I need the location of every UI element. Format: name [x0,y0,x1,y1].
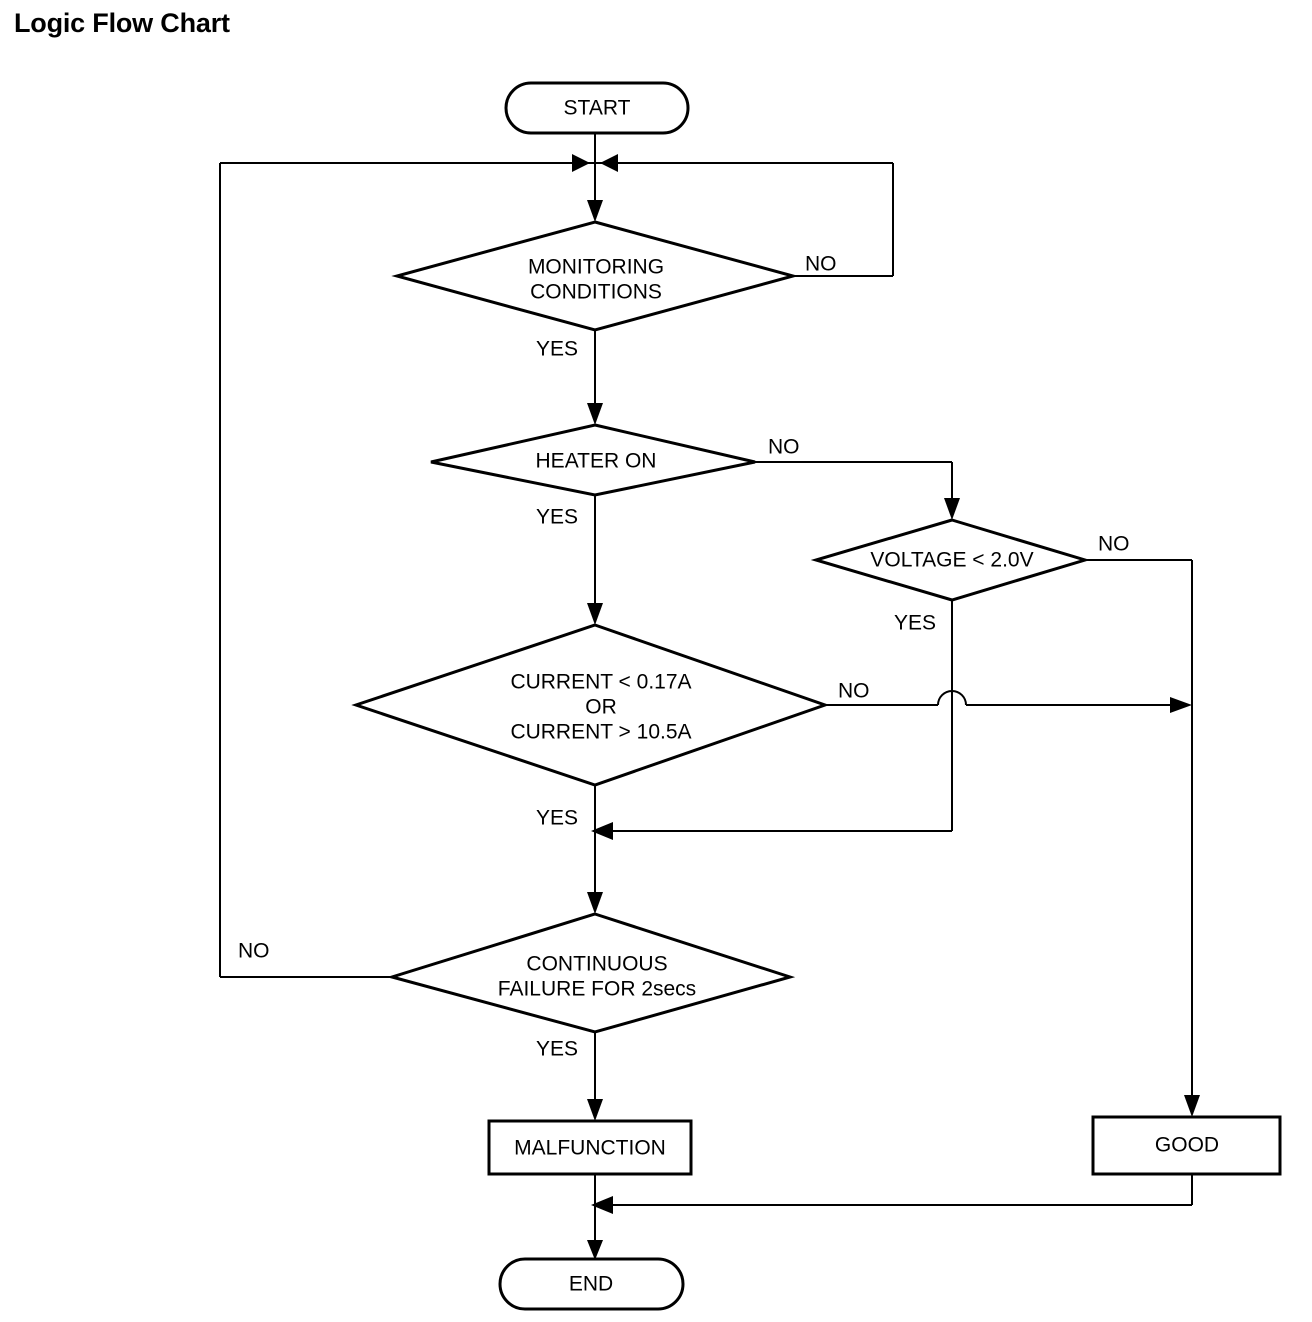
start-shape [504,81,690,135]
node-good[interactable]: GOOD [1091,1115,1282,1176]
node-end[interactable]: END [498,1257,685,1311]
good-shape [1091,1115,1282,1176]
monitoring-shape [391,220,799,332]
node-current[interactable]: CURRENT < 0.17A OR CURRENT > 10.5A [351,623,830,787]
arrowhead-good-into-end-stem [591,1196,613,1214]
node-voltage[interactable]: VOLTAGE < 2.0V [810,518,1091,602]
edge-label-voltage-yes: YES [894,612,936,635]
line-hop-arc-icon [937,690,967,706]
end-label: END [569,1273,613,1296]
edge-label-heater-no: NO [768,436,800,459]
arrowhead-into-good [1184,1095,1200,1117]
edge-label-monitoring-yes: YES [536,338,578,361]
edge-label-heater-yes: YES [536,506,578,529]
voltage-shape [810,518,1091,602]
malfunction-label: MALFUNCTION [514,1137,666,1160]
edge-label-voltage-no: NO [1098,533,1130,556]
current-label-line2: OR [585,696,617,719]
arrowhead-current-no-into-good-column [1170,697,1192,713]
continuous-label-line1: CONTINUOUS [526,953,667,976]
arrowhead-merge-from-right [600,154,618,172]
heater-label: HEATER ON [536,450,657,473]
node-continuous-failure[interactable]: CONTINUOUS FAILURE FOR 2secs [386,912,796,1034]
continuous-shape [386,912,796,1034]
monitoring-label-line2: CONDITIONS [530,281,662,304]
edge-label-monitoring-no: NO [805,253,837,276]
end-shape [498,1257,685,1311]
arrowhead-into-current [587,603,603,625]
edge-label-current-no: NO [838,680,870,703]
current-label-line3: CURRENT > 10.5A [510,721,691,744]
node-heater-on[interactable]: HEATER ON [430,423,756,497]
current-shape [351,623,830,787]
good-label: GOOD [1155,1134,1219,1157]
voltage-label: VOLTAGE < 2.0V [870,549,1033,572]
arrowhead-voltage-yes-into-current-stem [591,822,613,840]
arrowhead-into-monitoring [587,200,603,222]
continuous-label-line2: FAILURE FOR 2secs [498,978,696,1001]
node-malfunction[interactable]: MALFUNCTION [487,1119,693,1176]
page-title: Logic Flow Chart [14,8,230,38]
arrowhead-into-heater [587,403,603,425]
heater-shape [430,423,756,497]
arrowhead-merge-from-left [572,154,590,172]
current-label-line1: CURRENT < 0.17A [510,671,691,694]
edge-label-current-yes: YES [536,807,578,830]
node-start[interactable]: START [504,81,690,135]
arrowhead-into-end [587,1240,603,1260]
node-monitoring-conditions[interactable]: MONITORING CONDITIONS [391,220,799,332]
edge-label-continuous-yes: YES [536,1038,578,1061]
start-label: START [564,97,631,120]
arrowhead-into-voltage [944,498,960,520]
edge-label-continuous-no: NO [238,940,270,963]
arrowhead-into-malfunction [587,1099,603,1121]
monitoring-label-line1: MONITORING [528,256,664,279]
arrowhead-into-continuous [587,892,603,914]
malfunction-shape [487,1119,693,1176]
